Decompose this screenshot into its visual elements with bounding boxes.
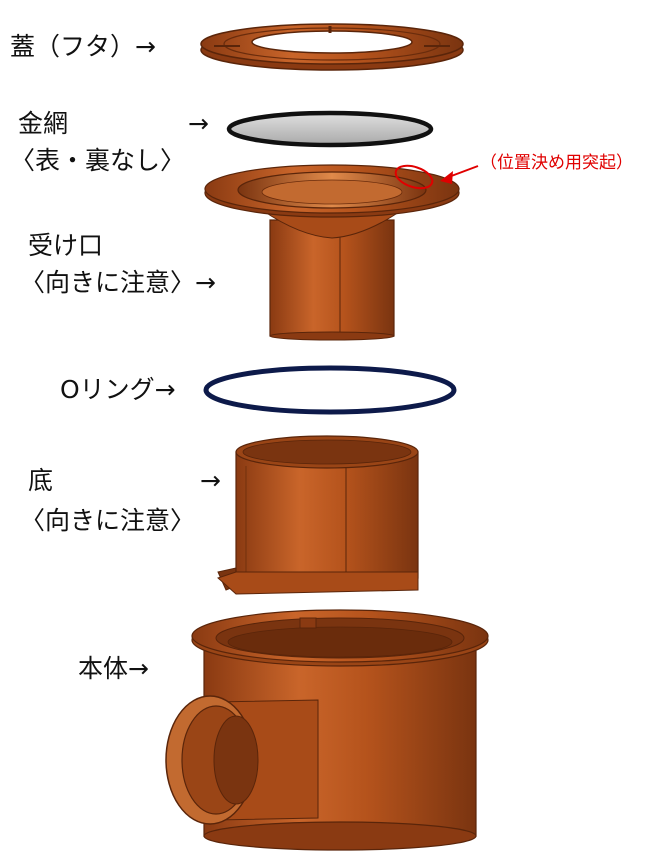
mesh-label: 金網 bbox=[18, 109, 69, 138]
body-label: 本体→ bbox=[78, 654, 149, 683]
receiver-part bbox=[204, 164, 460, 341]
receiver-label: 受け口 bbox=[28, 231, 104, 260]
lid-part bbox=[200, 23, 464, 71]
lid-label: 蓋（フタ）→ bbox=[10, 32, 156, 61]
protrusion-note: （位置決め用突起） bbox=[480, 153, 633, 173]
protrusion-marker bbox=[394, 164, 479, 190]
mesh-note: 〈表・裏なし〉 bbox=[10, 146, 186, 175]
bottom-label: 底 bbox=[28, 466, 54, 495]
mesh-part bbox=[226, 110, 434, 148]
body-part bbox=[165, 609, 489, 851]
oring-label: Oリング→ bbox=[60, 375, 176, 404]
bottom-part bbox=[217, 435, 419, 595]
receiver-note: 〈向きに注意〉→ bbox=[20, 268, 216, 297]
bottom-arrow: → bbox=[200, 466, 221, 495]
bottom-note: 〈向きに注意〉 bbox=[20, 506, 196, 535]
mesh-arrow: → bbox=[188, 109, 209, 138]
oring-part bbox=[203, 365, 457, 415]
